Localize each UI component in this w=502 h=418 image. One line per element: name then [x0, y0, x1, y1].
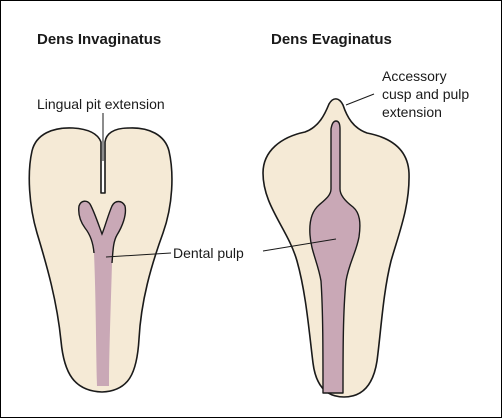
evaginatus-pulp — [309, 120, 361, 394]
invaginatus-pulp — [78, 201, 126, 386]
label-accessory-line1: Accessory — [382, 68, 447, 84]
accessory-cusp-leader — [345, 93, 375, 106]
label-accessory-line3: extension — [382, 104, 442, 120]
title-dens-evaginatus: Dens Evaginatus — [271, 31, 392, 48]
pulp-leader-right — [262, 238, 337, 252]
label-accessory-line2: cusp and pulp — [382, 86, 469, 102]
dens-evaginatus-tooth — [262, 98, 410, 398]
label-lingual-pit-extension: Lingual pit extension — [37, 96, 165, 112]
dens-invaginatus-tooth — [28, 127, 173, 393]
title-dens-invaginatus: Dens Invaginatus — [37, 31, 161, 48]
pulp-leader-left — [105, 252, 172, 258]
label-dental-pulp: Dental pulp — [173, 245, 244, 261]
invaginatus-pulp-edge — [78, 200, 127, 264]
